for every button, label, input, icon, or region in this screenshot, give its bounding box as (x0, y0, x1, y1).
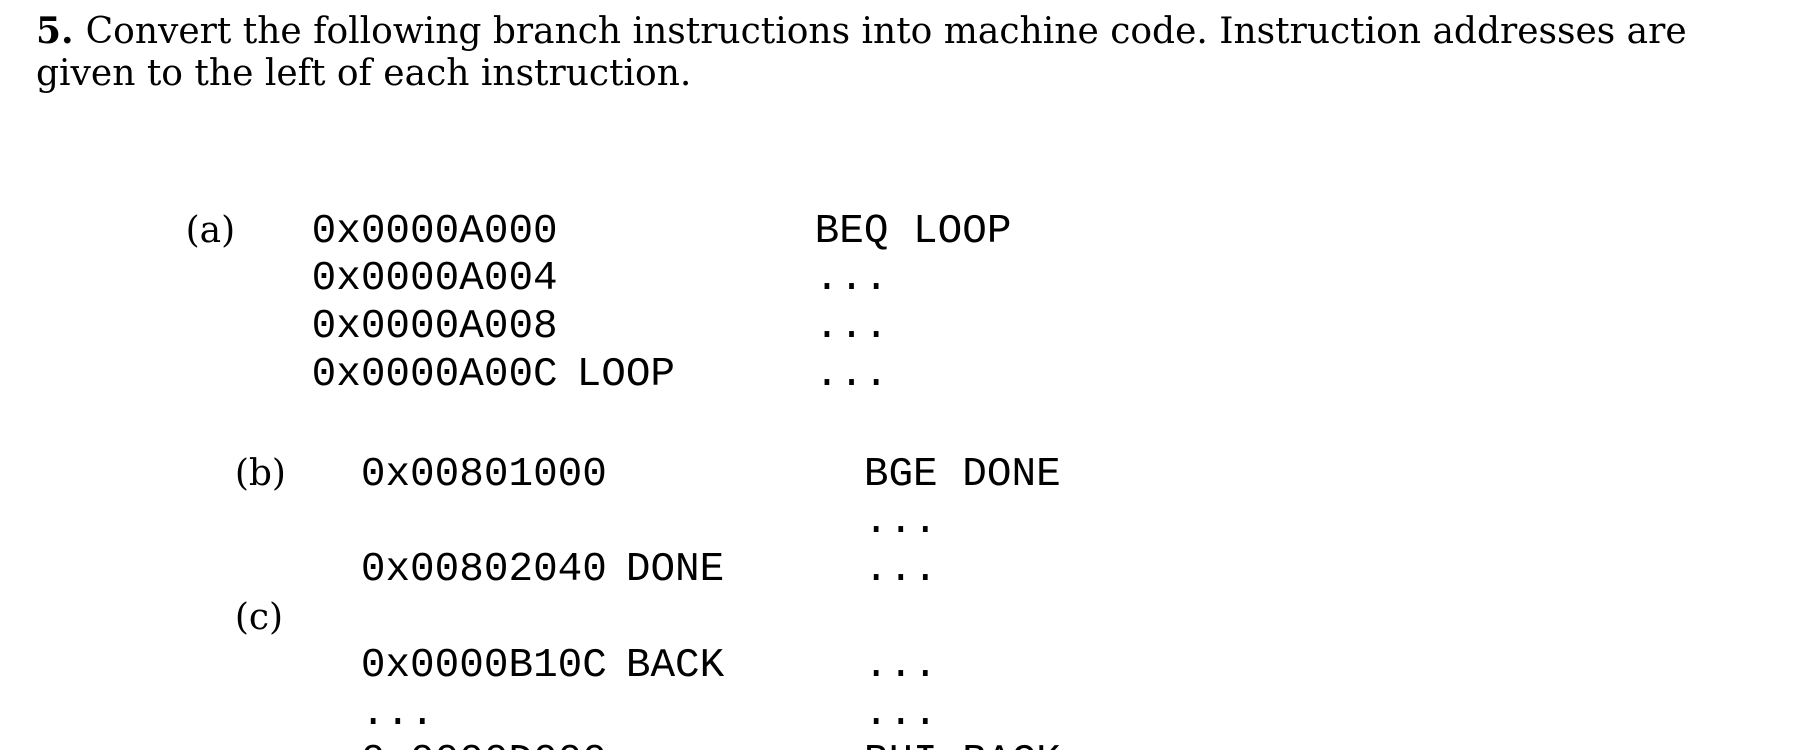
asm-label-cell: DONE (625, 547, 725, 593)
instruction-cell: ... (863, 643, 938, 689)
code-section-a: (a) 0x0000A000 BEQ LOOP 0x0000A004... 0x00… (38, 159, 1012, 398)
instruction-cell: ... (863, 691, 938, 737)
code-section-b: (b) 0x00801000 BGE DONE ... 0x00802040 DONE… (38, 402, 1061, 593)
problem-number: 5. (36, 10, 74, 52)
section-label: (c) (234, 597, 284, 638)
problem-statement-line1: 5. Convert the following branch instructi… (36, 10, 1687, 53)
instruction-cell: ... (863, 499, 938, 545)
address-cell: 0x0000D000 (361, 738, 626, 750)
code-row: ... (38, 450, 1061, 545)
section-label: (b) (234, 453, 286, 494)
instruction-cell: ... (863, 547, 938, 593)
problem-statement: 5. Convert the following branch instructi… (36, 10, 1687, 95)
code-sections-b-c: (b) 0x00801000 BGE DONE ... 0x00802040 DONE… (38, 402, 1061, 750)
code-row: (b) 0x00801000 BGE DONE (38, 402, 1061, 498)
instruction-cell: BEQ LOOP (814, 209, 1012, 255)
address-cell: 0x0000A000 (311, 209, 558, 255)
code-row: 0x0000B10C BACK... (38, 594, 1061, 689)
instruction-cell: BGE DONE (863, 452, 1061, 498)
address-cell: 0x0000A00C (311, 352, 558, 398)
instruction-cell: ... (814, 304, 889, 350)
address-cell: 0x00802040 (360, 547, 607, 593)
code-row: ...... (38, 642, 1061, 737)
code-row: 0x0000A008... (38, 255, 1011, 350)
code-row: 0x0000D000 BHI BACK (38, 690, 1061, 750)
code-section-c: (c) 0x0000B10C BACK... ...... 0x0000D000 B… (38, 546, 1061, 750)
code-row: 0x0000A00C LOOP... (38, 303, 1011, 398)
address-cell: 0x0000B10C (360, 643, 607, 689)
instruction-cell: BHI BACK (864, 738, 1061, 750)
code-row: 0x0000A004... (38, 207, 1011, 302)
asm-label-cell: BACK (625, 643, 725, 689)
address-cell: 0x00801000 (360, 452, 607, 498)
code-row: (c) (38, 546, 1061, 638)
address-cell: 0x0000A004 (311, 256, 558, 302)
instruction-cell: ... (814, 256, 889, 302)
problem-statement-line2: given to the left of each instruction. (36, 53, 692, 94)
code-row: 0x00802040 DONE... (38, 498, 1061, 593)
instruction-cell: ... (814, 352, 889, 398)
asm-label-cell: LOOP (576, 352, 676, 398)
section-label: (a) (185, 210, 236, 251)
code-row: (a) 0x0000A000 BEQ LOOP (38, 159, 1012, 255)
address-cell: ... (360, 691, 435, 737)
address-cell: 0x0000A008 (311, 304, 558, 350)
problem-statement-text: Convert the following branch instruction… (85, 11, 1687, 52)
